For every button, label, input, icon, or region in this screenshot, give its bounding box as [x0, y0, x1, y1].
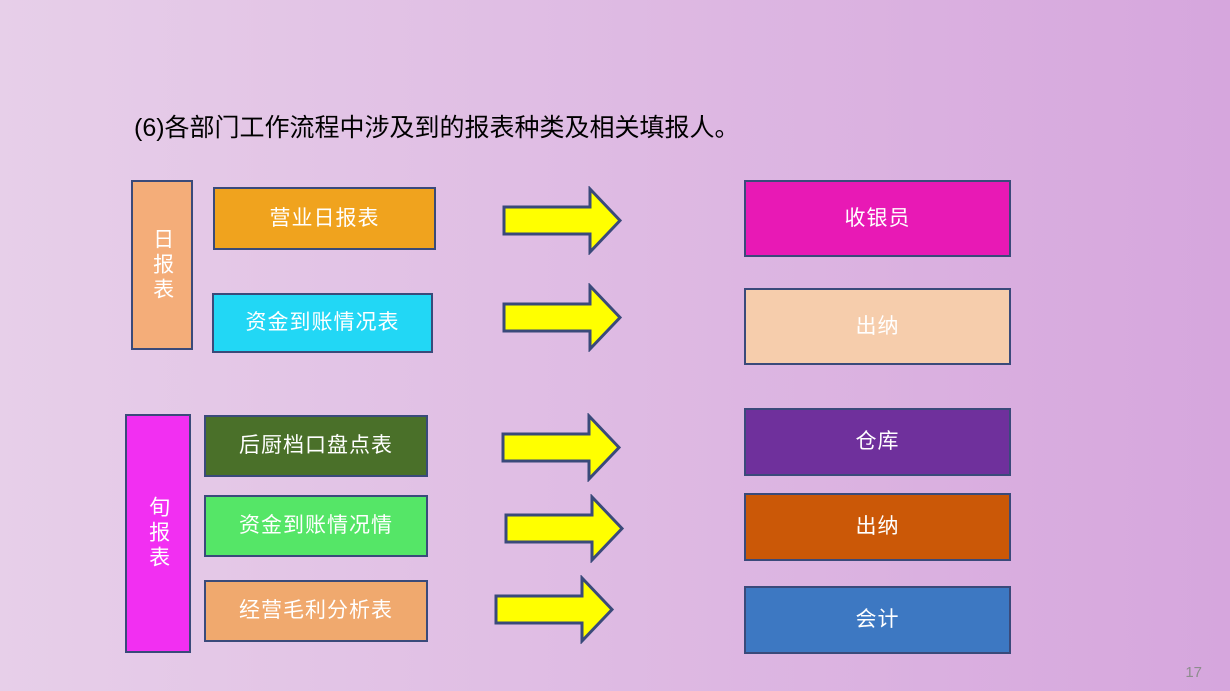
arrow-right-icon-tenday-1 — [500, 413, 622, 482]
report-box-gross-profit: 经营毛利分析表 — [204, 580, 428, 642]
owner-box-accountant: 会计 — [744, 586, 1011, 654]
page-number: 17 — [1185, 664, 1202, 681]
report-box-tenday-funds: 资金到账情况情 — [204, 495, 428, 557]
category-box-tenday: 旬报表 — [125, 414, 191, 653]
owner-box-teller-daily: 出纳 — [744, 288, 1011, 365]
arrow-right-icon-tenday-3 — [493, 575, 615, 644]
arrow-right-icon-daily-2 — [501, 283, 623, 352]
report-box-daily-sales: 营业日报表 — [213, 187, 436, 250]
owner-box-teller-tenday: 出纳 — [744, 493, 1011, 561]
owner-box-cashier: 收银员 — [744, 180, 1011, 257]
arrow-right-icon-daily-1 — [501, 186, 623, 255]
owner-box-warehouse: 仓库 — [744, 408, 1011, 476]
page-title: (6)各部门工作流程中涉及到的报表种类及相关填报人。 — [134, 114, 740, 142]
arrow-right-icon-tenday-2 — [503, 494, 625, 563]
report-box-daily-funds: 资金到账情况表 — [212, 293, 433, 353]
report-box-kitchen-inventory: 后厨档口盘点表 — [204, 415, 428, 477]
category-box-daily: 日报表 — [131, 180, 193, 350]
